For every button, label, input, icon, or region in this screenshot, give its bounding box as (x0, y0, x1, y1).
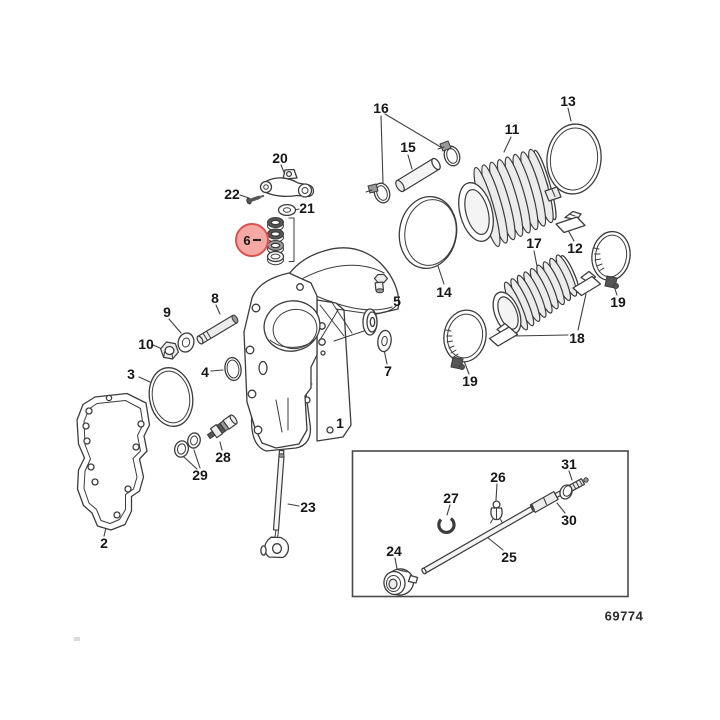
rod-23-drawing (260, 449, 290, 559)
seal-stack-drawing (266, 217, 295, 266)
callout-19[interactable]: 19 (462, 373, 478, 389)
callout-12[interactable]: 12 (567, 240, 583, 256)
plug-drawing (373, 273, 389, 294)
callout-7[interactable]: 7 (384, 363, 392, 379)
callout-4[interactable]: 4 (201, 364, 209, 380)
hose-15-drawing (395, 157, 441, 193)
callout-28[interactable]: 28 (215, 449, 231, 465)
callout-22[interactable]: 22 (224, 186, 240, 202)
fitting-31-drawing (559, 477, 589, 500)
stud-drawing (196, 314, 239, 345)
highlighted-callout-6[interactable]: 6 (235, 223, 269, 257)
small-oring-drawing (224, 356, 242, 382)
callout-29[interactable]: 29 (192, 467, 208, 483)
washer-9-drawing (177, 332, 195, 353)
artifact-smudge (74, 637, 80, 641)
bell-housing-drawing (243, 247, 400, 452)
leader-lines (103, 107, 618, 570)
nut-drawing (160, 341, 179, 360)
rings-29-drawing (173, 432, 201, 458)
callout-16[interactable]: 16 (373, 100, 389, 116)
callout-1[interactable]: 1 (336, 415, 344, 431)
clamp-13-drawing (544, 123, 602, 202)
exhaust-bellows-drawing (492, 254, 580, 335)
callout-21[interactable]: 21 (299, 200, 315, 216)
callout-23[interactable]: 23 (300, 499, 316, 515)
shift-lever-drawing (259, 168, 315, 198)
callout-30[interactable]: 30 (561, 512, 577, 528)
brackets-18-drawing (488, 270, 602, 347)
callout-17[interactable]: 17 (526, 235, 542, 251)
valve-28-drawing (206, 414, 238, 440)
callout-18[interactable]: 18 (569, 330, 585, 346)
callout-11[interactable]: 11 (504, 121, 520, 137)
drive-bellows-drawing (458, 148, 557, 248)
callout-8[interactable]: 8 (211, 290, 219, 306)
callout-6-label: 6 (243, 232, 251, 248)
large-oring-drawing (148, 367, 194, 427)
small-clamps-16-drawing (365, 140, 461, 204)
callout-26[interactable]: 26 (490, 469, 506, 485)
callout-13[interactable]: 13 (560, 93, 576, 109)
callout-9[interactable]: 9 (163, 304, 171, 320)
callout-19[interactable]: 19 (610, 294, 626, 310)
callout-27[interactable]: 27 (443, 490, 459, 506)
callout-14[interactable]: 14 (436, 284, 452, 300)
callout-20[interactable]: 20 (272, 150, 288, 166)
washer-7-drawing (377, 329, 392, 353)
callout-15[interactable]: 15 (400, 139, 416, 155)
fitting-24-drawing (383, 568, 419, 596)
callout-2[interactable]: 2 (100, 535, 108, 551)
callout-10[interactable]: 10 (138, 336, 154, 352)
callout-3[interactable]: 3 (127, 366, 135, 382)
transom-gasket-drawing (76, 392, 151, 531)
clamp-19-right-drawing (591, 230, 631, 289)
inset-box (351, 450, 629, 598)
diagram-number: 69774 (604, 608, 644, 624)
snap-ring-27-drawing (437, 517, 456, 535)
bracket-12-drawing (555, 210, 586, 234)
screw-22-drawing (246, 194, 265, 205)
callout-31[interactable]: 31 (561, 456, 577, 472)
clamp-19-left-drawing (443, 309, 487, 370)
callout-6-pointer-dash (252, 239, 261, 241)
callout-25[interactable]: 25 (501, 549, 517, 565)
clip-26-drawing (490, 500, 503, 524)
tube-25-drawing (421, 505, 535, 575)
ring-14-drawing (398, 196, 458, 269)
callout-24[interactable]: 24 (386, 543, 402, 559)
callout-5[interactable]: 5 (393, 293, 401, 309)
washer-21-drawing (277, 203, 297, 217)
